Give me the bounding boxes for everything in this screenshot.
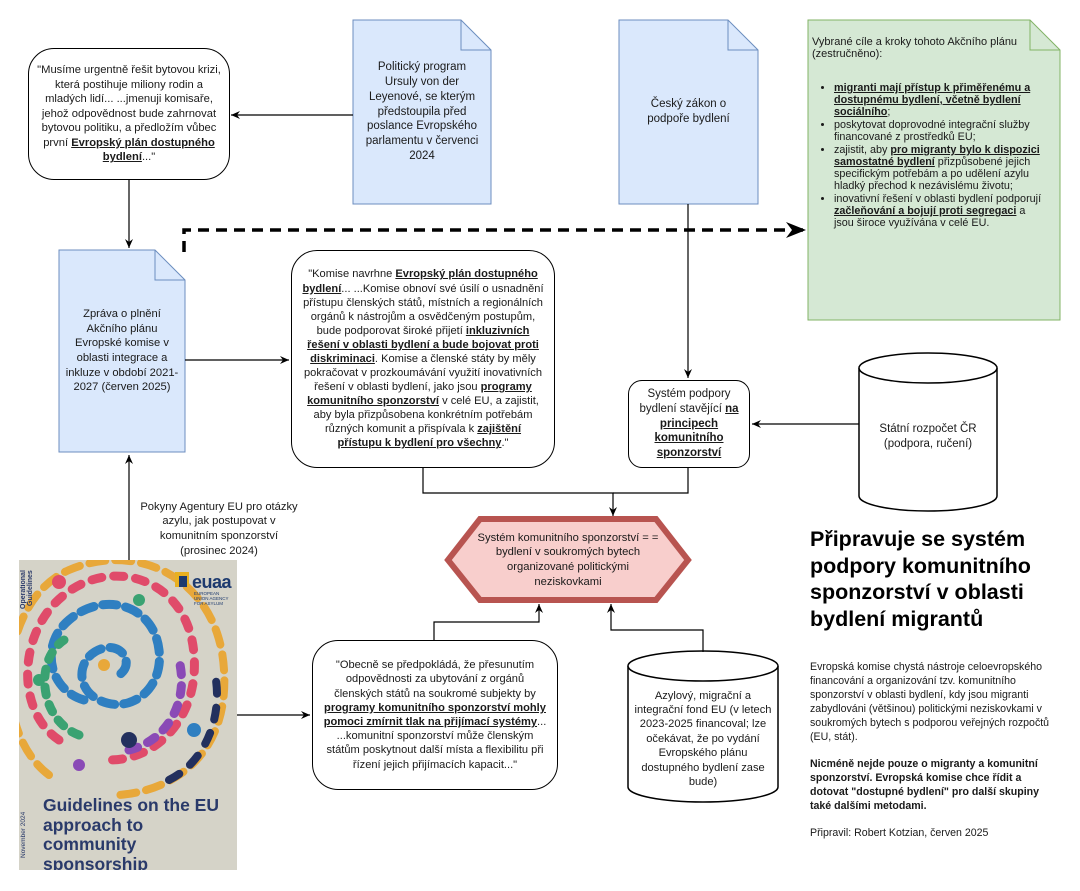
arrow-dashed-report-to-goals xyxy=(182,222,806,252)
goals-doc-content: Vybrané cíle a kroky tohoto Akčního plán… xyxy=(808,36,1052,316)
page-headline: Připravuje se systém podpory komunitního… xyxy=(810,527,1031,631)
arrow-commission-to-central xyxy=(422,468,617,516)
goals-item-4: inovativní řešení v oblasti bydlení podp… xyxy=(834,193,1046,229)
president-quote-box: "Musíme urgentně řešit bytovou krizi, kt… xyxy=(28,48,230,180)
president-quote-text: "Musíme urgentně řešit bytovou krizi, kt… xyxy=(37,64,221,164)
affordable-housing-plan-link-text: Evropský plán dostupného bydlení xyxy=(71,136,215,164)
generally-quote-box: "Obecně se předpokládá, že přesunutím od… xyxy=(312,640,558,790)
report-text: Zpráva o plnění Akčního plánu Evropské k… xyxy=(65,308,179,394)
central-hexagon-shape xyxy=(444,516,692,603)
state-budget-cylinder xyxy=(858,352,998,512)
cover-swirl-graphic xyxy=(19,560,229,799)
euaa-guidelines-label: Pokyny Agentury EU pro otázky azylu, jak… xyxy=(138,498,300,560)
czech-law-text: Český zákon o podpoře bydlení xyxy=(647,98,730,125)
goals-item-3: zajistit, aby pro migranty bylo k dispoz… xyxy=(834,144,1046,192)
goals-doc-fold xyxy=(1029,20,1060,51)
state-budget-text: Státní rozpočet ČR (podpora, ručení) xyxy=(879,423,977,450)
central-system-text: Systém komunitního sponzorství = = bydle… xyxy=(477,531,659,588)
cover-side-label: Operational Guidelines xyxy=(20,570,34,609)
author-credit: Připravil: Robert Kotzian, červen 2025 xyxy=(810,827,989,839)
cover-side-date: November 2024 xyxy=(20,812,27,859)
cover-title: Guidelines on the EU approach to communi… xyxy=(43,795,219,870)
goals-list: migranti mají přístup k přiměřenému a do… xyxy=(812,82,1046,229)
czech-law-doc-shape xyxy=(618,19,759,205)
support-system-box: Systém podpory bydlení stavějící na prin… xyxy=(628,380,750,468)
czech-law-doc-fold xyxy=(727,20,758,51)
amif-fund-text: Azylový, migrační a integrační fond EU (… xyxy=(634,689,772,789)
support-system-text: Systém podpory bydlení stavějící na prin… xyxy=(639,387,739,460)
arrow-support-to-central xyxy=(613,468,689,494)
amif-fund-cylinder xyxy=(627,650,779,803)
right-paragraph-1: Evropská komise chystá nástroje celoevro… xyxy=(810,661,1050,744)
right-paragraph-2: Nicméně nejde pouze o migranty a komunit… xyxy=(810,758,1040,813)
commission-quote-box: "Komise navrhne Evropský plán dostupného… xyxy=(291,250,555,468)
arrow-generally-to-central xyxy=(433,604,543,640)
euaa-logo-icon-inner xyxy=(179,576,187,587)
euaa-logo-text: euaa xyxy=(192,572,232,592)
goals-title: Vybrané cíle a kroky tohoto Akčního plán… xyxy=(812,36,1018,60)
report-doc-shape xyxy=(58,249,186,453)
goals-item-1: migranti mají přístup k přiměřenému a do… xyxy=(834,82,1046,118)
goals-doc-shape xyxy=(807,19,1061,321)
guidelines-cover-image: euaa EUROPEAN UNION AGENCY FOR ASYLUM Op… xyxy=(19,560,237,870)
goals-item-2: poskytovat doprovodné integrační služby … xyxy=(834,119,1046,143)
report-doc-fold xyxy=(154,250,185,281)
commission-quote-text: "Komise navrhne Evropský plán dostupného… xyxy=(302,268,544,450)
political-program-doc-fold xyxy=(460,20,491,51)
generally-quote-text: "Obecně se předpokládá, že přesunutím od… xyxy=(323,659,547,771)
political-program-doc-shape xyxy=(352,19,492,205)
political-program-text: Politický program Ursuly von der Leyenov… xyxy=(365,60,479,163)
euaa-logo-subtitle: EUROPEAN UNION AGENCY FOR ASYLUM xyxy=(194,591,229,606)
arrow-amif-to-central xyxy=(607,604,704,652)
